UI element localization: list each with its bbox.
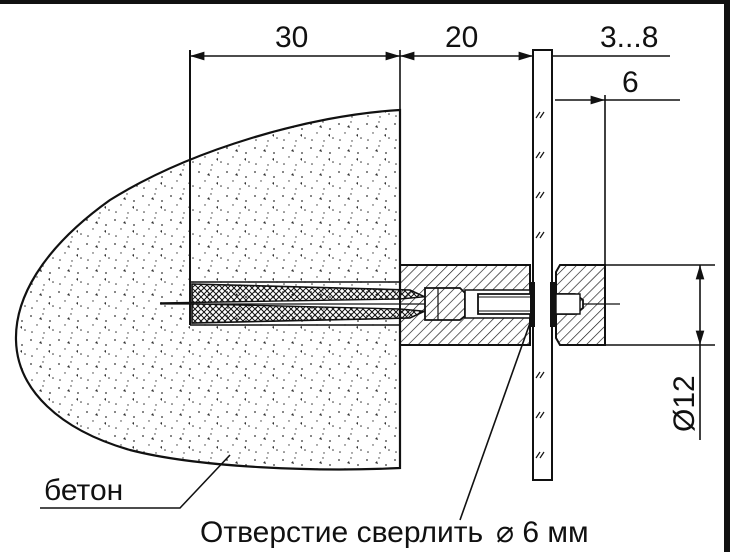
dim-3-8: 3...8 bbox=[600, 21, 658, 54]
concrete-label: бетон bbox=[44, 474, 123, 507]
dim-20: 20 bbox=[445, 21, 478, 54]
glass-panel bbox=[532, 49, 553, 481]
dim-30: 30 bbox=[275, 21, 308, 54]
glass-hatch bbox=[535, 111, 545, 459]
dim-diameter-12: Ø12 bbox=[668, 375, 701, 432]
gasket-right bbox=[550, 282, 555, 327]
gasket-left bbox=[530, 282, 535, 327]
drill-diameter-label: ⌀ 6 мм bbox=[496, 516, 589, 549]
drill-note-label: Отверстие сверлить bbox=[200, 516, 483, 549]
dim-6: 6 bbox=[622, 66, 639, 99]
